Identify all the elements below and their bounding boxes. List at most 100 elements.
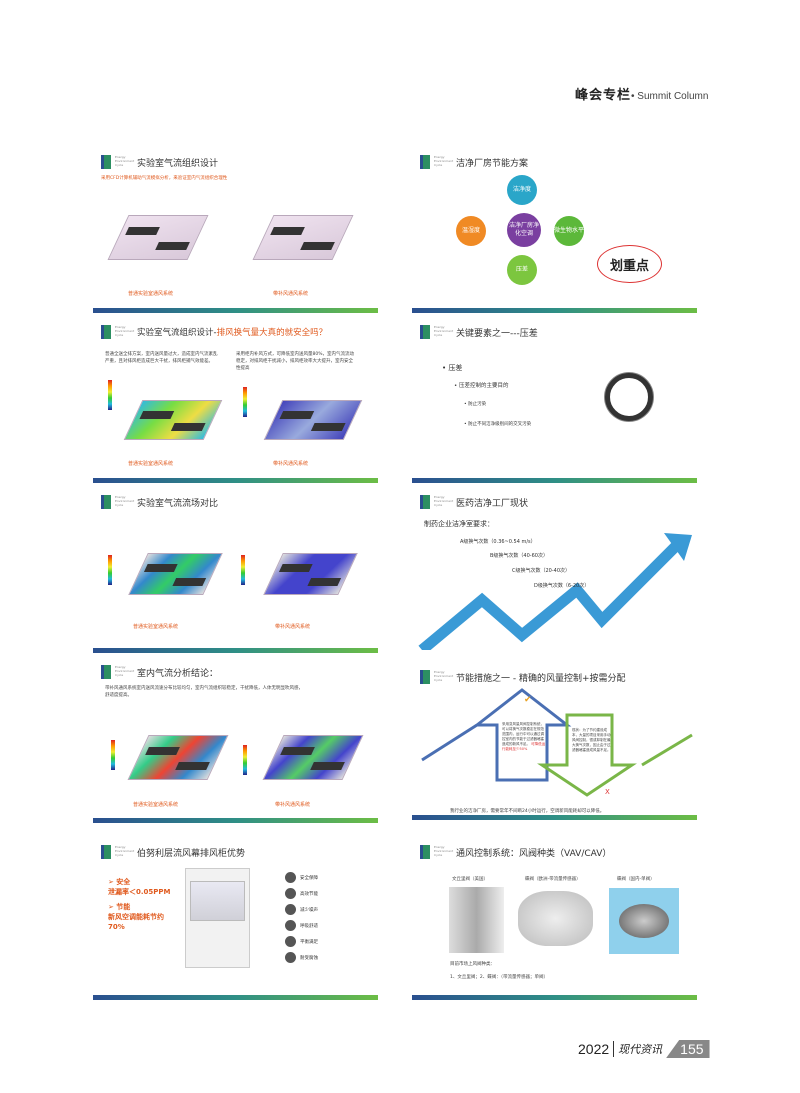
market-list: 1、文丘里阀；2、蝶阀：（带流量传感器；单阀） xyxy=(450,975,548,980)
logo-icon xyxy=(420,155,430,169)
cfd-model-image xyxy=(107,215,209,260)
feature-icon xyxy=(285,920,296,931)
logo-icon xyxy=(101,665,111,679)
bottom-note: 我行业的洁净厂房，需要常年不间断24小时运行，空调新风能耗却可以降低。 xyxy=(450,809,605,814)
check-icon: ✔ xyxy=(524,695,532,705)
node-center: 洁净厂房净化空调 xyxy=(507,213,541,247)
logo-icon xyxy=(420,325,430,339)
feature-icon xyxy=(285,936,296,947)
venturi-valve-image xyxy=(449,887,504,953)
feature-label: 减少噪声 xyxy=(300,907,318,913)
up-arrow-text: 采用变风量风阀控制系统，可以将换气次数稳定在规范范围内，运行中可以通过调控室内的… xyxy=(502,722,546,751)
cfd-image xyxy=(263,553,358,595)
slide-title: 室内气流分析结论： xyxy=(137,669,219,679)
color-legend xyxy=(243,387,247,417)
feature-icon xyxy=(285,872,296,883)
slide-bar xyxy=(412,995,697,1000)
highlight-stamp: 划重点 xyxy=(597,245,662,283)
node-pressure: 压差 xyxy=(507,255,537,285)
column-header: 峰会专栏• Summit Column xyxy=(575,84,708,103)
cfd-image xyxy=(123,400,223,440)
caption: 普通实验室通风系统 xyxy=(133,802,179,808)
up-down-arrows-icon xyxy=(421,688,693,797)
magazine-name: 现代资讯 xyxy=(613,1041,662,1057)
feature-label: 呼吸舒适 xyxy=(300,923,318,929)
caption: 普通实验室通风系统 xyxy=(133,624,179,630)
pressure-gauge-image xyxy=(605,373,653,421)
slide-airflow-control: Energy Environment Cycle 节能措施之一 - 精确的风量控… xyxy=(412,660,697,828)
caption: 普通实验室通风系统 xyxy=(128,461,174,467)
cfd-image xyxy=(263,400,363,440)
butterfly-valve-image xyxy=(609,888,679,954)
logo-icon xyxy=(101,155,111,169)
bullet-l3: • 防止污染 xyxy=(464,402,487,407)
logo-text: Energy Environment Cycle xyxy=(115,495,135,507)
logo-icon xyxy=(420,495,430,509)
left-text: 普通全送全排方案，室内送风量过大，造成室内气流紊乱严重，且对排风柜造成巨大干扰，… xyxy=(105,352,218,364)
cross-icon: X xyxy=(605,788,610,796)
cfd-image xyxy=(262,735,364,780)
down-arrow-text: 现状：为了节约建设成本，大量的项目采用手动风阀控制，很或抑制在最大换气次数，因止… xyxy=(572,728,611,752)
node-temp-humidity: 温湿度 xyxy=(456,216,486,246)
logo-icon xyxy=(420,845,430,859)
color-legend xyxy=(108,380,112,410)
color-legend xyxy=(108,555,112,585)
bullet-l3: • 防止不同洁净级别间的交叉污染 xyxy=(464,422,532,427)
slide-bar xyxy=(93,995,378,1000)
slide-fume-hood: Energy Environment Cycle 伯努利层流风幕排风柜优势 ➢ … xyxy=(93,835,378,1000)
slide-bar xyxy=(412,815,697,820)
slide-title: 通风控制系统：风阀种类（VAV/CAV） xyxy=(456,849,612,859)
logo-text: Energy Environment Cycle xyxy=(434,845,454,857)
conclusion-text: 带补风通风系统室内送风流速分布比较均匀，室内气流组织较稳定，干扰降低，人体无明显… xyxy=(105,686,303,698)
slide-bar xyxy=(412,478,697,483)
cfd-image xyxy=(128,553,223,595)
logo-icon xyxy=(101,325,111,339)
logo-icon xyxy=(101,845,111,859)
page-number: 155 xyxy=(666,1040,710,1058)
slide-exhaust-safety: Energy Environment Cycle 实验室气流组织设计-排风换气量… xyxy=(93,315,378,483)
feature-label: 平衡满足 xyxy=(300,939,318,945)
footer-year: 2022 xyxy=(578,1041,610,1057)
column-en: • Summit Column xyxy=(631,91,709,102)
feature-icon xyxy=(285,904,296,915)
trend-arrow-icon xyxy=(418,533,692,650)
cfd-model-image xyxy=(252,215,354,260)
slide-valve-types: Energy Environment Cycle 通风控制系统：风阀种类（VAV… xyxy=(412,835,697,1000)
color-legend xyxy=(111,740,115,770)
slide-bar xyxy=(93,478,378,483)
caption: 带补风通风系统 xyxy=(273,461,309,467)
column-cn: 峰会专栏 xyxy=(575,88,632,103)
logo-text: Energy Environment Cycle xyxy=(115,155,135,167)
advantages-list: ➢ 安全泄漏率＜0.05PPM➢ 节能新风空调能耗节约70% xyxy=(108,878,171,931)
valve-label: 文丘里阀（美国） xyxy=(452,877,488,882)
caption: 带补风通风系统 xyxy=(275,802,311,808)
market-heading: 目前市场上风阀种类： xyxy=(450,962,495,967)
logo-text: Energy Environment Cycle xyxy=(115,845,135,857)
slide-pressure: Energy Environment Cycle 关键要素之一---压差 • 压… xyxy=(412,315,697,483)
page-footer: 2022 现代资讯 155 xyxy=(578,1040,710,1058)
slide-conclusion: Energy Environment Cycle 室内气流分析结论： 带补风通风… xyxy=(93,655,378,823)
valve-label: 蝶阀（欧洲-带流量传感器） xyxy=(525,877,581,882)
logo-text: Energy Environment Cycle xyxy=(434,325,454,337)
slide-title: 医药洁净工厂现状 xyxy=(456,499,529,509)
caption: 带补风通风系统 xyxy=(273,291,309,297)
slide-title: 实验室气流组织设计 xyxy=(137,159,219,169)
feature-icon xyxy=(285,888,296,899)
slide-title: 关键要素之一---压差 xyxy=(456,329,538,339)
slide-airflow-design: Energy Environment Cycle 实验室气流组织设计 采用CFD… xyxy=(93,145,378,313)
valve-label: 蝶阀（国内-单阀） xyxy=(617,877,655,882)
grade-d: D级换气次数（6-20次） xyxy=(534,583,590,589)
slide-title: 伯努利层流风幕排风柜优势 xyxy=(137,849,246,859)
logo-icon xyxy=(420,670,430,684)
cfd-image xyxy=(127,735,229,780)
node-cleanliness: 洁净度 xyxy=(507,175,537,205)
slide-bar xyxy=(93,648,378,653)
slide-bar xyxy=(412,308,697,313)
slide-bar xyxy=(93,308,378,313)
requirements-heading: 制药企业洁净室要求： xyxy=(424,520,494,528)
slide-title: 洁净厂房节能方案 xyxy=(456,159,529,169)
feature-label: 耐受腐蚀 xyxy=(300,955,318,961)
slide-title: 实验室气流流场对比 xyxy=(137,499,219,509)
grade-a: A级换气次数（0.36~0.54 m/s） xyxy=(460,539,536,545)
logo-text: Energy Environment Cycle xyxy=(434,670,454,682)
